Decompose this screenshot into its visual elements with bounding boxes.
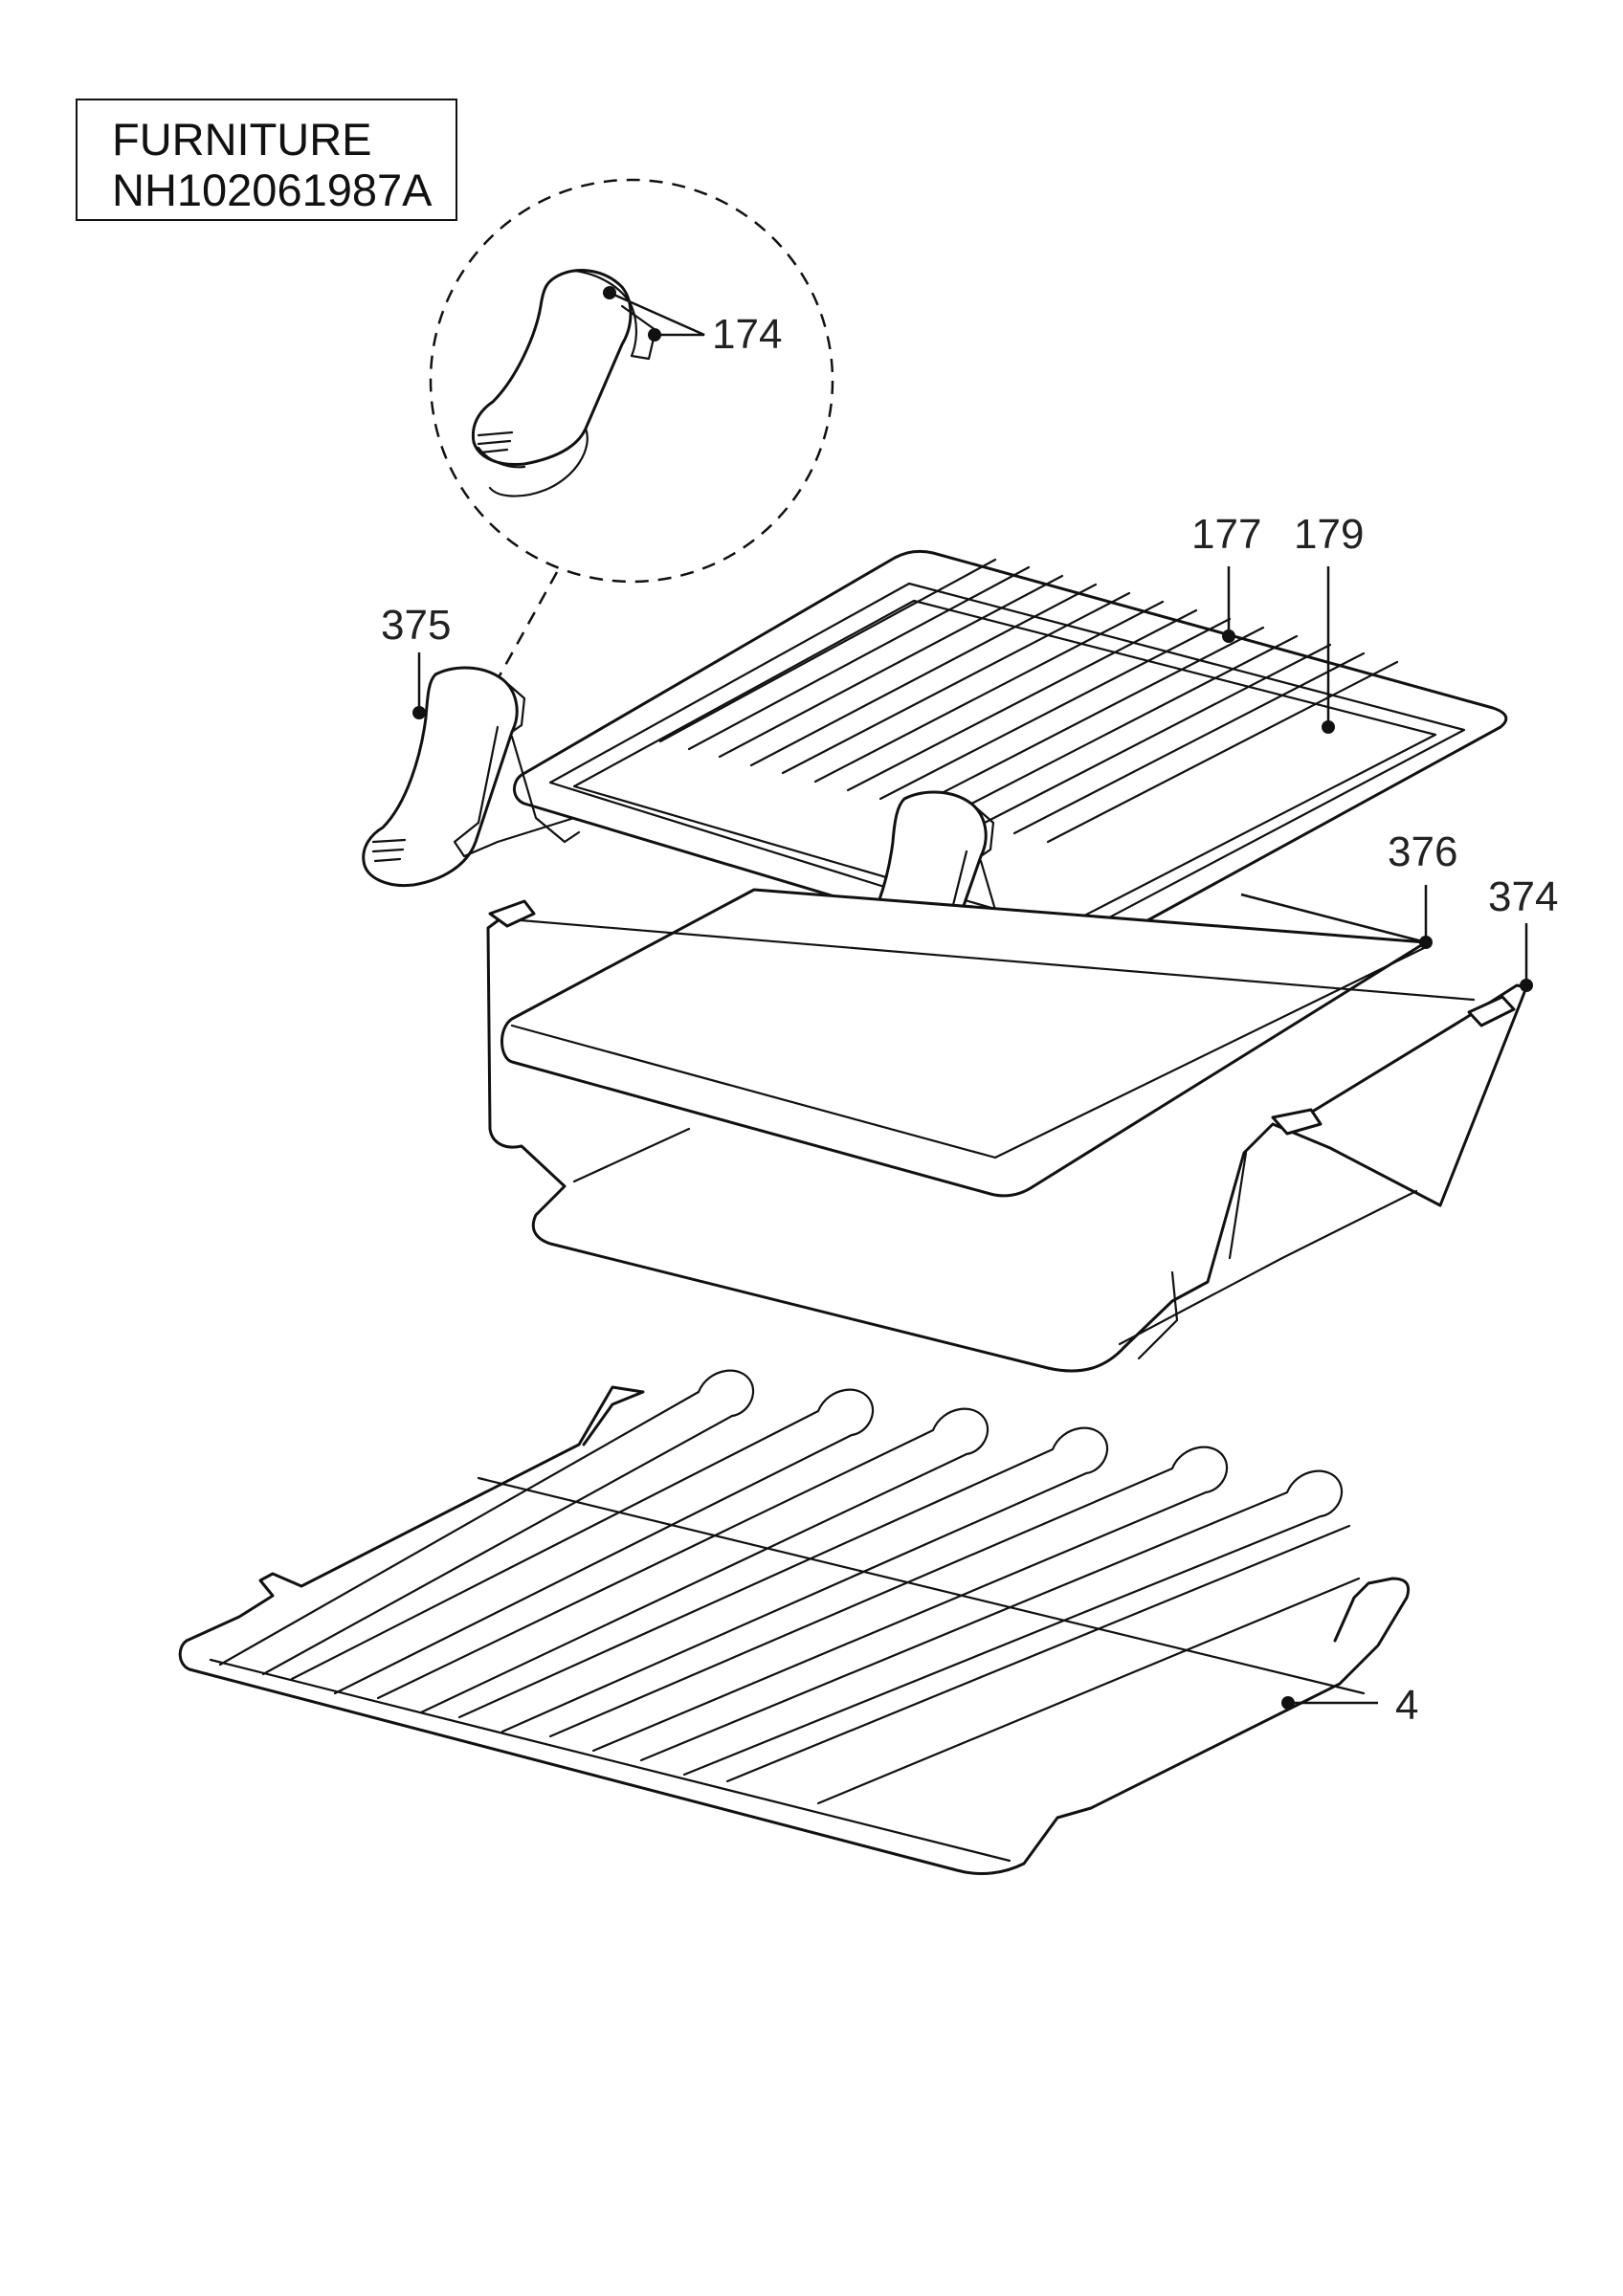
detail-circle-174 [429,178,834,680]
callout-4: 4 [1395,1682,1418,1729]
callout-375: 375 [381,602,451,649]
wire-shelf-4 [178,1369,1411,1876]
handle-375-left [362,652,581,888]
callout-376: 376 [1388,828,1457,875]
callout-374: 374 [1488,873,1558,920]
grill-tray-177 [513,549,1508,963]
grill-grid-179 [658,558,1399,844]
callout-179: 179 [1294,511,1364,558]
callout-174: 174 [712,311,782,358]
title-box: FURNITURE NH102061987A [76,99,457,221]
title-line-1: FURNITURE [112,114,372,165]
callout-177: 177 [1191,511,1261,558]
plate-376 [500,885,1433,1198]
title-line-2: NH102061987A [112,165,433,215]
support-frame-374 [486,899,1533,1373]
